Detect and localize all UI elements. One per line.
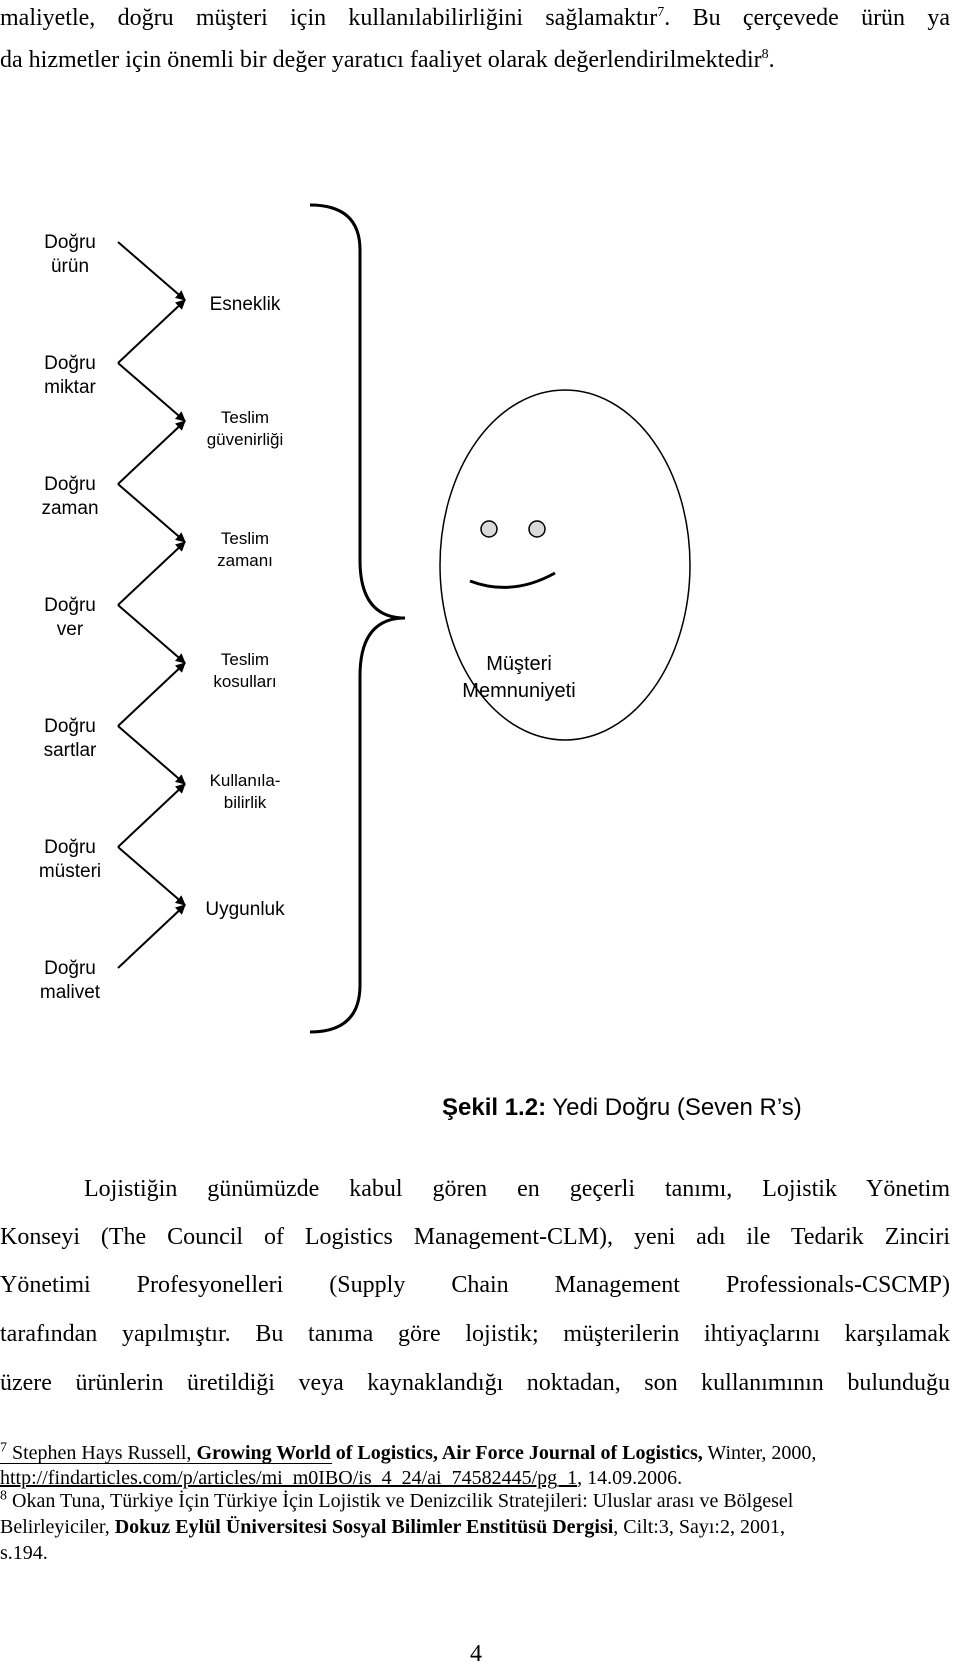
footnote-7-url-link[interactable]: http://findarticles.com/p/articles/mi_m0… xyxy=(0,1467,578,1489)
arrow-4 xyxy=(117,420,186,485)
body-line-1-text: maliyetle, doğru müşteri için kullanılab… xyxy=(0,5,658,31)
left-node-2-line-2: miktar xyxy=(44,377,96,398)
body-paragraph-line: üzere ürünlerin üretildiği veya kaynakla… xyxy=(0,1369,950,1397)
body-paragraph-text: Yönetimi Profesyonelleri (Supply Chain M… xyxy=(0,1272,950,1298)
page-number: 4 xyxy=(470,1641,482,1667)
footnote-7-number: 7 xyxy=(0,1440,7,1456)
body-line-1-tail: . Bu çerçevede ürün ya xyxy=(664,5,950,31)
footnote-8-journal: Dokuz Eylül Üniversitesi Sosyal Bilimler… xyxy=(114,1516,614,1538)
figure-caption-label: Şekil 1.2: xyxy=(442,1094,547,1121)
middle-node-4-line-2: kosulları xyxy=(213,672,276,691)
left-node-1-line-2: ürün xyxy=(51,256,89,277)
left-node-5-line-1: Doğru xyxy=(44,716,96,737)
left-node-5-line-2: sartlar xyxy=(44,740,97,761)
left-node-2-line-1: Doğru xyxy=(44,353,96,374)
middle-node-2-line-1: Teslim xyxy=(221,408,269,427)
left-node-1-line-1: Doğru xyxy=(44,232,96,253)
body-paragraph-line: tarafından yapılmıştır. Bu tanıma göre l… xyxy=(0,1320,950,1348)
body-paragraph-text: üzere ürünlerin üretildiği veya kaynakla… xyxy=(0,1370,950,1396)
middle-node-5-line-1: Kullanıla- xyxy=(210,771,281,790)
footnote-8-text-3: s.194. xyxy=(0,1542,48,1564)
body-paragraph-line: Lojistiğin günümüzde kabul gören en geçe… xyxy=(84,1175,950,1203)
seven-rights-diagram: DoğruürünDoğrumiktarDoğruzamanDoğruverDo… xyxy=(39,203,691,1034)
arrow-9 xyxy=(117,725,186,785)
left-node-4-line-1: Doğru xyxy=(44,595,96,616)
body-line-2-text: da hizmetler için önemli bir değer yarat… xyxy=(0,47,762,73)
left-node-4-line-2: ver xyxy=(57,619,84,640)
body-line-2-tail: . xyxy=(768,47,775,73)
arrow-3 xyxy=(117,362,186,422)
footnote-7-line-1: 7 Stephen Hays Russell, Growing World of… xyxy=(0,1441,816,1465)
footnote-7-title: Growing World of Logistics, Air Force Jo… xyxy=(196,1442,703,1464)
footnote-divider xyxy=(0,1463,332,1464)
middle-node-6-line-1: Uygunluk xyxy=(205,899,285,920)
left-node-6-line-1: Doğru xyxy=(44,837,96,858)
middle-node-4-line-1: Teslim xyxy=(221,650,269,669)
middle-node-2-line-2: güvenirliği xyxy=(207,430,284,449)
left-node-7-line-2: malivet xyxy=(40,982,101,1003)
left-node-group: DoğruürünDoğrumiktarDoğruzamanDoğruverDo… xyxy=(39,232,101,1003)
figure-caption: Şekil 1.2: Yedi Doğru (Seven R’s) xyxy=(442,1094,802,1122)
satisfaction-label-1: Müşteri xyxy=(486,653,552,675)
arrow-group xyxy=(117,241,186,969)
middle-node-3-line-1: Teslim xyxy=(221,529,269,548)
arrow-2 xyxy=(117,299,186,364)
arrow-10 xyxy=(117,783,186,848)
body-line-2: da hizmetler için önemli bir değer yarat… xyxy=(0,46,775,74)
middle-node-1-line-1: Esneklik xyxy=(210,294,281,315)
middle-node-3-line-2: zamanı xyxy=(217,551,273,570)
body-line-1: maliyetle, doğru müşteri için kullanılab… xyxy=(0,4,950,32)
arrow-1 xyxy=(117,241,186,301)
footnote-7-date: , 14.09.2006. xyxy=(577,1467,683,1489)
footnote-8-number: 8 xyxy=(0,1488,7,1504)
footnote-7-line-2: http://findarticles.com/p/articles/mi_m0… xyxy=(0,1466,682,1490)
body-paragraph-text: tarafından yapılmıştır. Bu tanıma göre l… xyxy=(0,1321,950,1347)
footnote-8-text: Okan Tuna, Türkiye İçin Türkiye İçin Loj… xyxy=(7,1490,794,1512)
footnote-8-text-2a: Belirleyiciler, xyxy=(0,1516,115,1538)
body-paragraph-text: Konseyi (The Council of Logistics Manage… xyxy=(0,1224,950,1250)
figure-caption-text: Yedi Doğru (Seven R’s) xyxy=(546,1094,802,1121)
middle-node-group: EsneklikTeslimgüvenirliğiTeslimzamanıTes… xyxy=(205,294,285,920)
footnote-ref-7[interactable]: 7 xyxy=(657,5,665,20)
arrow-6 xyxy=(117,541,186,606)
middle-node-5-line-2: bilirlik xyxy=(224,793,267,812)
left-node-7-line-1: Doğru xyxy=(44,958,96,979)
footnote-8-line-2: Belirleyiciler, Dokuz Eylül Üniversitesi… xyxy=(0,1515,785,1539)
arrow-8 xyxy=(117,662,186,727)
arrow-7 xyxy=(117,604,186,664)
footnote-8-line-1: 8 Okan Tuna, Türkiye İçin Türkiye İçin L… xyxy=(0,1489,793,1513)
body-paragraph-line: Yönetimi Profesyonelleri (Supply Chain M… xyxy=(0,1271,950,1299)
smiley-face-icon xyxy=(439,389,691,741)
body-paragraph-line: Konseyi (The Council of Logistics Manage… xyxy=(0,1223,950,1251)
footnote-8-text-2c: , Cilt:3, Sayı:2, 2001, xyxy=(613,1516,785,1538)
footnote-ref-8[interactable]: 8 xyxy=(761,47,769,62)
body-paragraph-text: Lojistiğin günümüzde kabul gören en geçe… xyxy=(84,1176,950,1202)
arrow-5 xyxy=(117,483,186,543)
arrow-11 xyxy=(117,846,186,906)
footnote-8-line-3: s.194. xyxy=(0,1541,48,1565)
footnote-7-rest: Winter, 2000, xyxy=(702,1442,817,1464)
footnote-7-author: Stephen Hays Russell, xyxy=(7,1442,197,1464)
arrow-12 xyxy=(117,904,186,969)
curly-brace xyxy=(309,203,406,1034)
satisfaction-label-2: Memnuniyeti xyxy=(462,680,575,702)
left-node-3-line-2: zaman xyxy=(41,498,98,519)
left-node-3-line-1: Doğru xyxy=(44,474,96,495)
left-node-6-line-2: müsteri xyxy=(39,861,101,882)
